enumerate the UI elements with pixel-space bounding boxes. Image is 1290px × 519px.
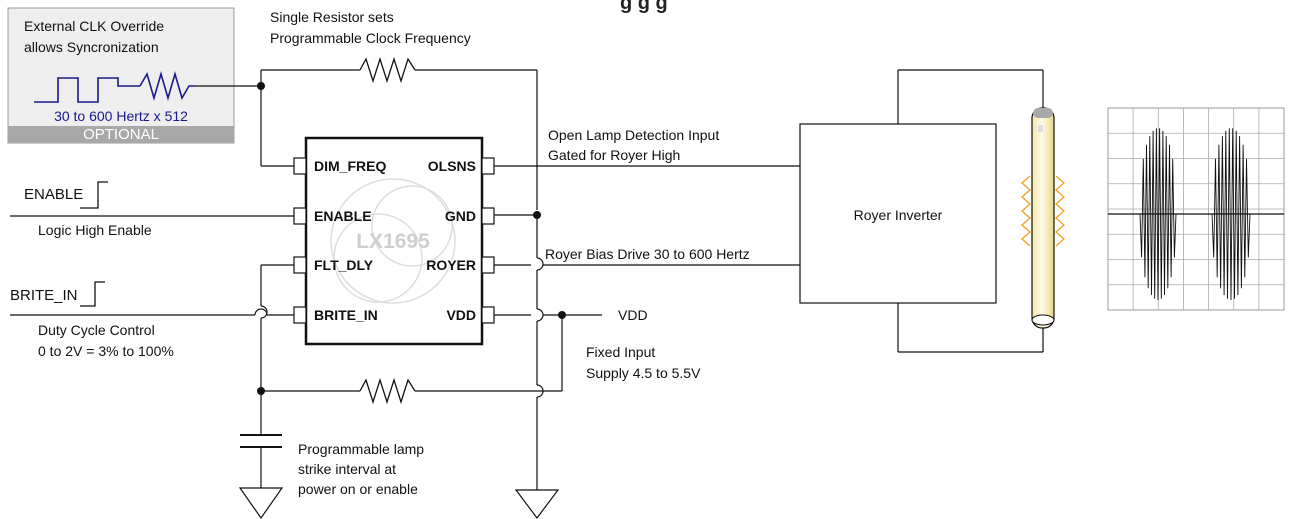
resistor-note-line2: Programmable Clock Frequency xyxy=(270,30,471,46)
title-fragment: g g g xyxy=(620,0,668,14)
optional-box-frame xyxy=(7,7,235,144)
brite-step-icon xyxy=(80,281,105,307)
ccfl-lamp-icon xyxy=(1021,107,1065,329)
scope-trace-icon xyxy=(1108,128,1284,301)
enable-label: ENABLE xyxy=(24,186,83,203)
brite-note-line2: 0 to 2V = 3% to 100% xyxy=(38,343,174,359)
bottom-resistor-icon xyxy=(359,377,416,405)
pin-gnd: GND xyxy=(445,208,476,224)
pin-flt-dly: FLT_DLY xyxy=(314,257,374,273)
vdd-label: VDD xyxy=(618,307,648,323)
chip-watermark-logo-icon xyxy=(330,178,456,304)
optional-line1: External CLK Override xyxy=(24,18,164,34)
left-pin-stubs xyxy=(293,157,307,324)
royer-note: Royer Bias Drive 30 to 600 Hertz xyxy=(545,246,750,262)
optional-footer: OPTIONAL xyxy=(83,126,159,143)
optional-freq-label: 30 to 600 Hertz x 512 xyxy=(54,108,188,124)
olsns-note-line2: Gated for Royer High xyxy=(548,147,680,163)
pin-brite-in: BRITE_IN xyxy=(314,307,378,323)
clock-waveform-icon xyxy=(34,71,195,103)
optional-clock-box: External CLK Override allows Syncronizat… xyxy=(7,7,235,144)
optional-band xyxy=(8,126,234,143)
chip-body xyxy=(304,136,484,346)
cap-note-line3: power on or enable xyxy=(298,481,418,497)
cap-note-line1: Programmable lamp xyxy=(298,441,424,457)
pin-vdd: VDD xyxy=(446,307,476,323)
royer-inverter-box xyxy=(799,123,997,304)
right-pin-stubs xyxy=(481,157,495,324)
inverter-label: Royer Inverter xyxy=(854,207,943,223)
junction-dots xyxy=(257,82,566,395)
chip-part-number: LX1695 xyxy=(356,230,430,253)
olsns-note-line1: Open Lamp Detection Input xyxy=(548,127,719,143)
oscilloscope-waveform xyxy=(1107,107,1285,311)
brite-label: BRITE_IN xyxy=(10,287,78,304)
brite-note-line1: Duty Cycle Control xyxy=(38,322,155,338)
pin-royer: ROYER xyxy=(426,257,476,273)
resistor-note-line1: Single Resistor sets xyxy=(270,9,394,25)
top-resistor-icon xyxy=(359,56,416,84)
capacitor-icon xyxy=(240,434,282,448)
ground-right-icon xyxy=(514,489,560,519)
vdd-note-line1: Fixed Input xyxy=(586,344,655,360)
wiring xyxy=(10,69,1044,490)
lamp-glow-icon xyxy=(1021,175,1065,247)
ground-left-icon xyxy=(238,487,284,519)
pin-olsns: OLSNS xyxy=(428,158,476,174)
pin-enable: ENABLE xyxy=(314,208,372,224)
vdd-note-line2: Supply 4.5 to 5.5V xyxy=(586,365,701,381)
enable-note: Logic High Enable xyxy=(38,222,152,238)
enable-step-icon xyxy=(80,181,108,209)
cap-note-line2: strike interval at xyxy=(298,461,396,477)
pin-dim-freq: DIM_FREQ xyxy=(314,158,386,174)
optional-line2: allows Syncronization xyxy=(24,39,159,55)
lx1695-chip: LX1695 DIM_FREQ ENABLE FLT_DLY BRITE_IN … xyxy=(293,136,495,346)
